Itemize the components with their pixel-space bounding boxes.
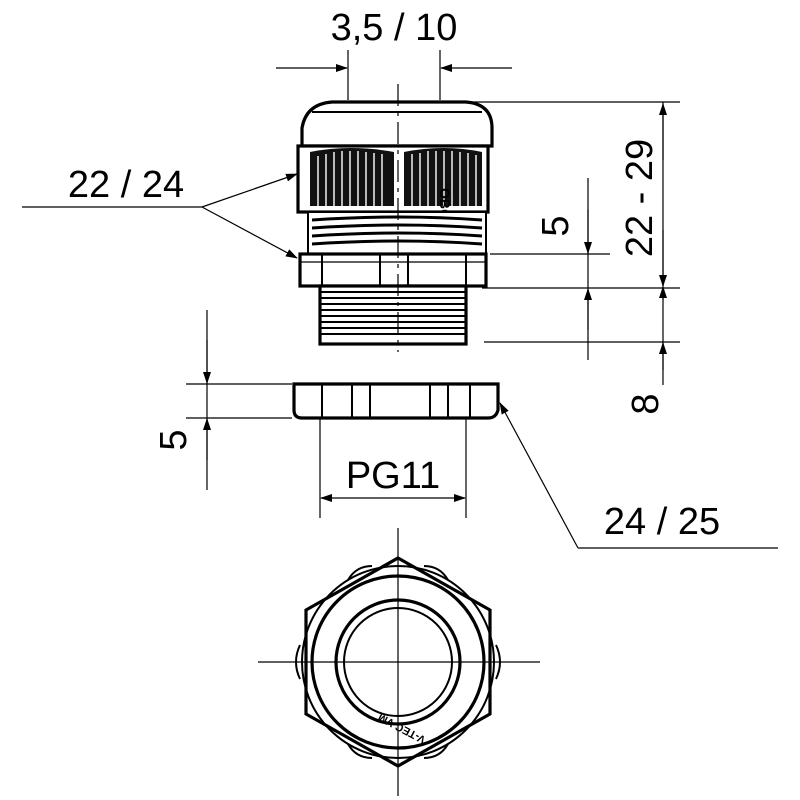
dim-thread-length: 8: [484, 286, 680, 415]
dim-wrench-nut: 24 / 25: [499, 402, 778, 549]
gland-side-view: OBO: [296, 84, 494, 352]
gland-hex-ring: [298, 252, 488, 288]
label-wrench-nut: 24 / 25: [604, 501, 720, 543]
label-thread-length: 8: [625, 393, 667, 414]
label-thread-size: PG11: [346, 455, 440, 497]
gland-dome-cap: [300, 100, 494, 148]
label-cable-range: 3,5 / 10: [331, 7, 458, 49]
dim-height-range: 22 - 29: [466, 101, 680, 370]
dim-ring-height: 5: [490, 178, 610, 360]
gland-top-view: V-TEC VM: [258, 528, 540, 796]
dim-thread-size: PG11: [319, 418, 467, 518]
label-height-range: 22 - 29: [619, 139, 661, 257]
locknut-side-view: [292, 382, 500, 420]
label-wrench-top: 22 / 24: [68, 164, 184, 206]
label-nut-height: 5: [153, 429, 195, 450]
dim-wrench-top: 22 / 24: [22, 164, 298, 259]
knurl-ridges: OBO: [310, 148, 482, 220]
label-ring-height: 5: [535, 215, 577, 236]
dim-cable-range: 3,5 / 10: [276, 7, 512, 100]
dim-nut-height: 5: [153, 310, 292, 490]
